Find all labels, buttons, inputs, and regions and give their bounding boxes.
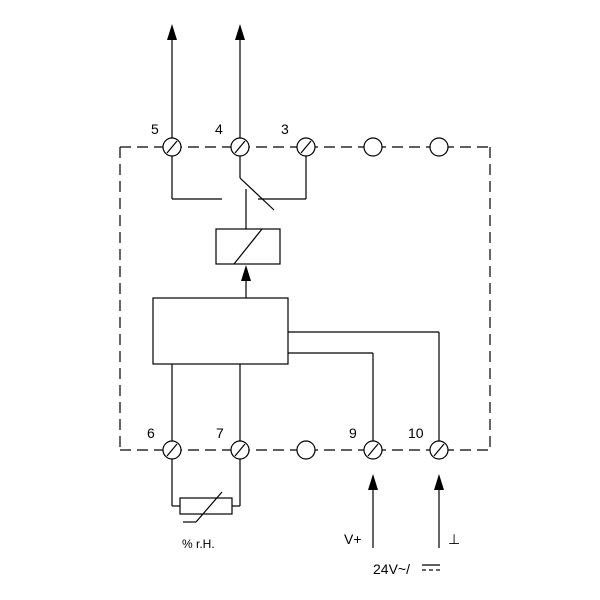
supply-arrow-9 <box>368 474 378 548</box>
terminal-3 <box>296 137 316 157</box>
dc-symbol <box>422 564 440 571</box>
terminal-4 <box>230 137 250 157</box>
supply-voltage-label: 24V~/ <box>373 561 440 577</box>
terminal-7 <box>230 440 250 460</box>
output-arrow-4 <box>235 24 245 147</box>
terminal-empty-top-1 <box>363 137 383 157</box>
ground-label: ⊥ <box>448 531 460 547</box>
terminal-label-6: 6 <box>147 425 155 441</box>
humidity-sensor <box>171 450 241 523</box>
terminal-label-7: 7 <box>216 425 224 441</box>
supply-label: 24V~/ <box>373 561 410 577</box>
supply-arrow-10 <box>434 474 444 548</box>
relay-coil <box>215 228 281 265</box>
terminal-empty-top-2 <box>429 137 449 157</box>
relay-contact <box>171 147 307 229</box>
terminal-label-9: 9 <box>349 425 357 441</box>
terminal-empty-bottom <box>296 440 316 460</box>
terminal-label-10: 10 <box>408 425 424 441</box>
module-wiring <box>171 331 440 450</box>
terminal-label-3: 3 <box>281 121 289 137</box>
terminal-5 <box>162 137 182 157</box>
housing-outline <box>119 146 491 451</box>
terminal-label-4: 4 <box>215 121 223 137</box>
terminal-9 <box>363 440 383 460</box>
output-arrow-5 <box>167 24 177 147</box>
vplus-label: V+ <box>344 531 362 547</box>
electronics-module <box>152 297 289 365</box>
control-arrow <box>241 265 251 298</box>
terminal-10 <box>429 440 449 460</box>
terminal-label-5: 5 <box>151 121 159 137</box>
terminal-6 <box>162 440 182 460</box>
sensor-label: % r.H. <box>182 537 215 551</box>
